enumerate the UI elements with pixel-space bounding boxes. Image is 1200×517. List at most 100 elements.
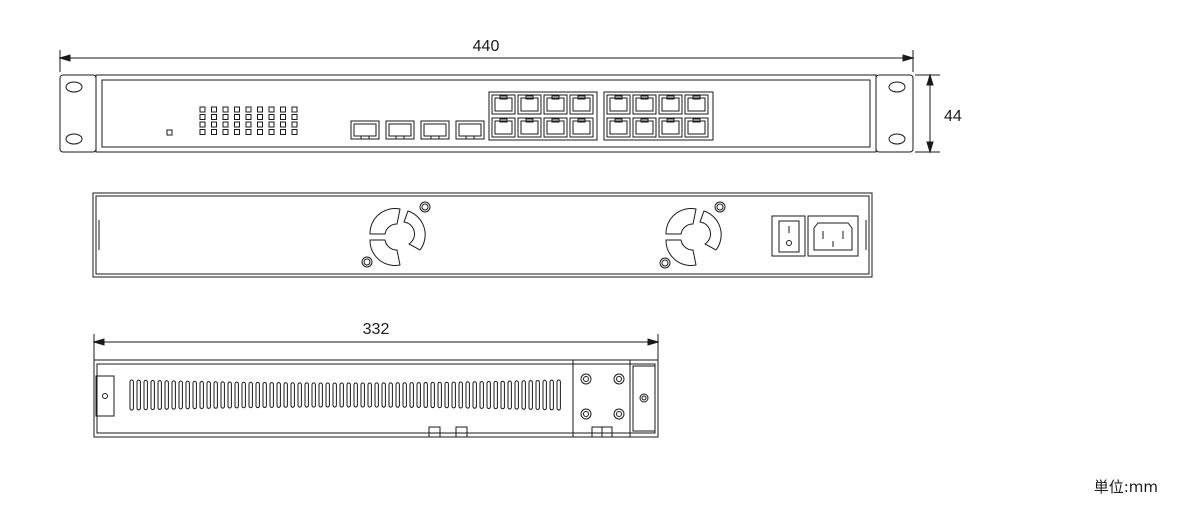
vent-slot [542, 379, 547, 411]
side-foot-left [428, 426, 441, 438]
vent-slot [500, 380, 505, 410]
sfp-port [350, 120, 380, 140]
vent-slot [143, 379, 148, 411]
sfp-port [420, 120, 450, 140]
rj45-port [543, 117, 568, 138]
rj45-port [684, 117, 709, 138]
led-indicator [268, 106, 275, 113]
sfp-port [455, 120, 485, 140]
vent-slot [269, 382, 274, 408]
vent-slot [283, 382, 288, 408]
left-bottom-mount-hole [65, 133, 83, 145]
vent-slot [416, 382, 421, 408]
width-dimension-line [58, 50, 915, 72]
vent-slot [507, 380, 512, 410]
rj45-port-group [491, 94, 709, 138]
vent-slot [444, 381, 449, 409]
led-indicator [234, 106, 240, 113]
rj45-port [632, 94, 657, 115]
height-dimension-label: 44 [944, 108, 962, 125]
led-indicator [222, 106, 229, 113]
right-top-mount-hole [888, 81, 906, 93]
vent-slot [381, 382, 386, 408]
rj45-port [517, 94, 542, 115]
vent-slot [332, 382, 337, 408]
fan-vent-right [659, 201, 726, 269]
rj45-port [491, 94, 516, 115]
led-indicator [245, 121, 252, 128]
vent-slot [388, 382, 393, 408]
vent-slot [290, 382, 295, 408]
vent-slot [150, 379, 155, 411]
led-indicator [211, 121, 217, 128]
vent-slot [409, 382, 414, 408]
led-indicator [280, 114, 286, 120]
side-front-screw [102, 393, 108, 399]
vent-slot [430, 381, 435, 409]
side-front-bracket [95, 375, 115, 417]
vent-slot [458, 381, 463, 409]
vent-slot [241, 381, 246, 409]
front-panel-inner [101, 79, 871, 148]
vent-slot [395, 382, 400, 408]
led-indicator [291, 106, 298, 113]
led-indicator [280, 121, 286, 128]
led-indicator [280, 106, 286, 113]
vent-slot [206, 381, 211, 409]
led-indicator [257, 114, 263, 120]
led-indicator [222, 121, 229, 128]
vent-slot [213, 381, 218, 409]
width-dimension-label: 440 [473, 38, 500, 55]
sfp-port [385, 120, 415, 140]
vent-slot [129, 379, 134, 411]
led-indicator [222, 129, 229, 135]
power-led [166, 129, 173, 136]
rear-view [92, 192, 873, 278]
rj45-block-left [488, 91, 598, 141]
vent-slot [346, 382, 351, 408]
vent-slot [374, 382, 379, 408]
vent-slot [423, 381, 428, 409]
led-indicator [245, 129, 252, 135]
led-indicator [291, 114, 298, 120]
led-indicator [257, 129, 263, 135]
power-switch [771, 215, 806, 257]
led-indicator [268, 121, 275, 128]
rj45-port [684, 94, 709, 115]
left-rack-ear [59, 74, 97, 153]
vent-slot [437, 381, 442, 409]
vent-slot [311, 382, 316, 408]
rj45-port [606, 117, 631, 138]
led-indicator [245, 114, 252, 120]
vent-slot [521, 380, 526, 410]
led-indicator [211, 114, 217, 120]
vent-slot [339, 382, 344, 408]
rj45-port [543, 94, 568, 115]
front-panel [95, 74, 877, 153]
side-rack-bracket [572, 359, 631, 438]
ac-power-inlet [807, 215, 859, 257]
led-indicator [245, 106, 252, 113]
vent-slot [192, 380, 197, 410]
led-indicator-grid [199, 106, 298, 135]
vent-slot [528, 380, 533, 410]
side-vent-slots [129, 379, 561, 411]
side-foot-middle [455, 426, 468, 438]
sfp-port-group [350, 120, 485, 140]
rj45-port [658, 94, 683, 115]
vent-slot [353, 382, 358, 408]
left-top-mount-hole [65, 81, 83, 93]
rj45-port [517, 117, 542, 138]
led-indicator [199, 114, 206, 120]
rj45-block-right [603, 91, 714, 141]
vent-slot [472, 381, 477, 409]
vent-slot [549, 379, 554, 411]
vent-slot [171, 380, 176, 410]
vent-slot [262, 381, 267, 409]
right-rack-ear [875, 74, 914, 153]
vent-slot [451, 381, 456, 409]
led-indicator [234, 114, 240, 120]
vent-slot [297, 382, 302, 408]
led-indicator [199, 129, 206, 135]
